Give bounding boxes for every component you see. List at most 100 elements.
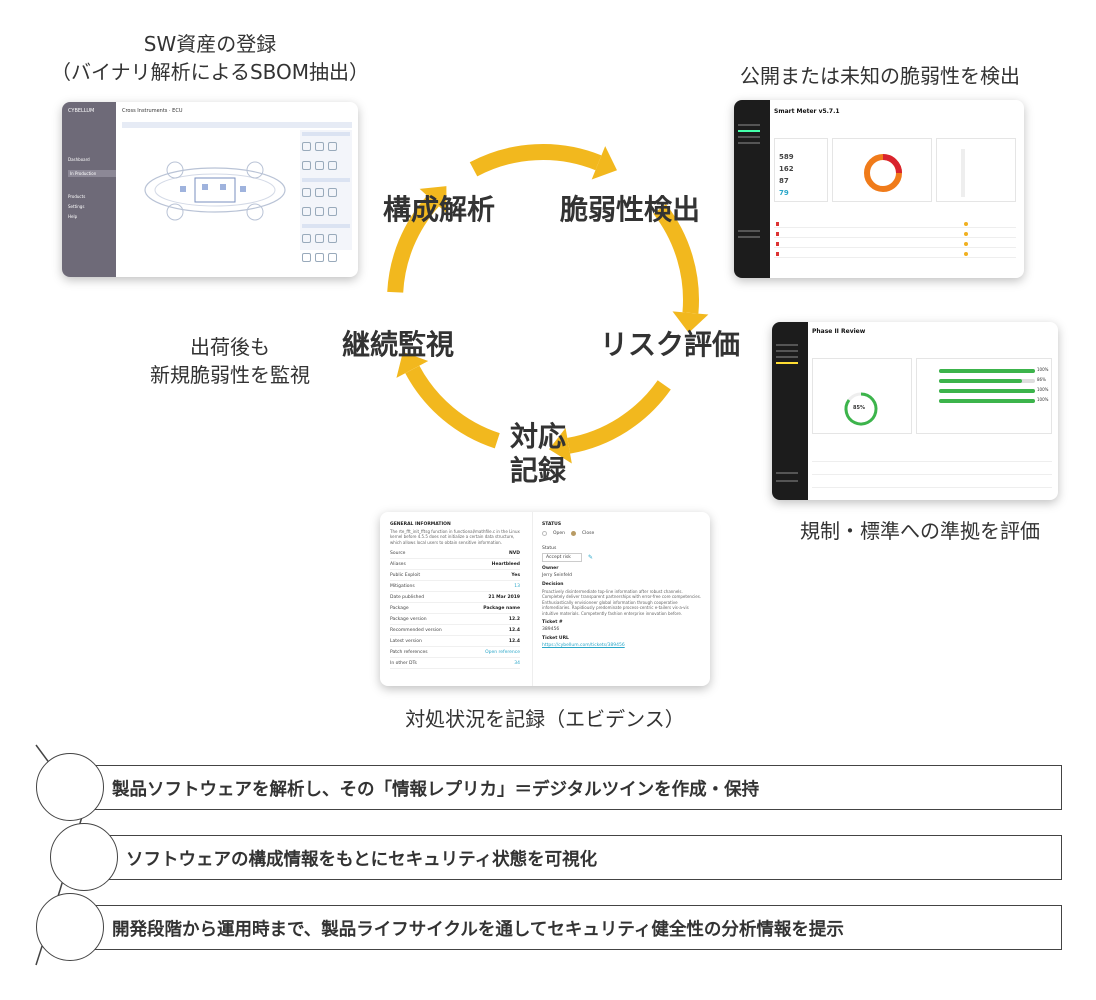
vuln-sidebar — [734, 100, 770, 278]
phase-summary-card: 85% — [812, 358, 912, 434]
evidence-separator — [532, 512, 533, 686]
evidence-row-key: Mitigations — [390, 583, 415, 589]
vuln-title: Smart Meter v5.7.1 — [774, 108, 840, 115]
evidence-row: In other DTs 34 — [390, 658, 520, 670]
phase-row — [812, 480, 1052, 488]
vuln-row — [774, 240, 1016, 248]
vehicle-diagram — [144, 161, 286, 221]
cycle-stage-monitor: 継続監視 — [342, 328, 455, 361]
caption-sbom: SW資産の登録 （バイナリ解析によるSBOM抽出） — [40, 30, 380, 86]
sbom-nav-item[interactable]: Products — [68, 194, 86, 199]
phase-bar-pct: 100% — [1037, 367, 1049, 372]
evidence-status: STATUS Open Close Status Accept risk ✎ O… — [542, 522, 702, 648]
sbom-nav-item[interactable]: Settings — [68, 204, 85, 209]
cycle-arrowhead-3 — [549, 428, 572, 464]
bullet-box — [90, 835, 1062, 880]
vuln-row — [774, 220, 1016, 228]
sbom-nav-item[interactable]: In Production — [68, 170, 116, 177]
caption-sbom-line1: SW資産の登録 — [143, 32, 277, 56]
bullet-circle — [36, 753, 104, 821]
screenshot-evidence: GENERAL INFORMATION The rte_fft_init_fft… — [380, 512, 710, 686]
phase-bar-pct: 100% — [1037, 387, 1049, 392]
cycle-arrow-4 — [405, 365, 500, 449]
vuln-stat: 162 — [779, 165, 794, 173]
evidence-row-key: Date published — [390, 594, 425, 600]
evidence-row-key: Latest version — [390, 638, 422, 644]
bullet-text: 開発段階から運用時まで、製品ライフサイクルを通してセキュリティ健全性の分析情報を… — [112, 920, 844, 940]
phase-row — [812, 467, 1052, 475]
evidence-row-key: Recommended version — [390, 627, 442, 633]
evidence-row-key: Aliases — [390, 561, 406, 567]
evidence-row-value[interactable]: Open reference — [485, 649, 520, 655]
vuln-row — [774, 250, 1016, 258]
sbom-nav-item[interactable]: Help — [68, 214, 78, 219]
cycle-stage-response: 対応 記録 — [510, 420, 566, 487]
sbom-component-panel — [300, 130, 352, 262]
owner-value: Jerry Seinfeld — [542, 573, 572, 578]
vuln-stat: 79 — [779, 189, 789, 197]
vuln-row — [774, 230, 1016, 238]
screenshot-compliance: Phase II Review 85% 100% 86% 100% 100% — [772, 322, 1058, 500]
ticket-url-link[interactable]: https://cybellum.com/tickets/389456 — [542, 642, 625, 648]
bullet-item: ソフトウェアの構成情報をもとにセキュリティ状態を可視化 — [50, 823, 1062, 891]
status-label: Status — [542, 546, 557, 551]
decision-label: Decision — [542, 582, 564, 587]
evidence-row-value: Heartbleed — [491, 561, 520, 567]
edit-pencil-icon[interactable]: ✎ — [588, 554, 594, 561]
sbom-nav-item[interactable]: Dashboard — [68, 157, 90, 162]
evidence-row: Mitigations 13 — [390, 581, 520, 593]
evidence-row-key: Package — [390, 605, 409, 611]
cycle-arrow-1 — [469, 144, 602, 177]
cycle-arrow-5 — [387, 195, 440, 293]
bullet-item: 開発段階から運用時まで、製品ライフサイクルを通してセキュリティ健全性の分析情報を… — [36, 893, 1062, 961]
caption-postship: 出荷後も 新規脆弱性を監視 — [110, 333, 350, 389]
decision-text: Proactively disintermediate top-line inf… — [542, 589, 702, 616]
cycle-arrowhead-2 — [672, 311, 709, 333]
caption-compliance: 規制・標準への準拠を評価 — [800, 519, 1040, 543]
vuln-findings-card: 589 162 87 79 — [774, 138, 828, 202]
vuln-stat: 589 — [779, 153, 794, 161]
sbom-logo: CYBELLUM — [68, 108, 95, 114]
evidence-general-info: GENERAL INFORMATION The rte_fft_init_fft… — [390, 522, 520, 670]
phase-donut-label: 85% — [853, 405, 865, 411]
phase-bar-pct: 100% — [1037, 397, 1049, 402]
evidence-row-key: Patch references — [390, 649, 428, 655]
evidence-row-value: 13 — [514, 583, 520, 589]
radio-close-icon[interactable] — [571, 531, 577, 536]
vuln-severity-card — [832, 138, 932, 202]
status-close-label: Close — [582, 531, 595, 536]
status-select[interactable]: Accept risk — [542, 553, 582, 562]
evidence-row-value: 34 — [514, 660, 520, 666]
evidence-row-value: 21 Mar 2019 — [488, 594, 520, 600]
evidence-row: Aliases Heartbleed — [390, 559, 520, 571]
phase-requirements-card: 100% 86% 100% 100% — [916, 358, 1052, 434]
cycle-arrowhead-5 — [419, 186, 447, 214]
bullet-box — [76, 905, 1062, 950]
radio-open-icon[interactable] — [542, 531, 547, 536]
ticket-label: Ticket # — [542, 619, 563, 625]
evidence-description: The rte_fft_init_fftsg function in funct… — [390, 529, 520, 545]
bullet-text: 製品ソフトウェアを解析し、その「情報レプリカ」＝デジタルツインを作成・保持 — [112, 780, 760, 800]
evidence-row-value: 12.4 — [508, 627, 520, 633]
sbom-tabs — [122, 122, 352, 128]
evidence-row-key: Source — [390, 550, 406, 556]
phase-bar-pct: 86% — [1037, 377, 1046, 382]
phase-row — [812, 454, 1052, 462]
evidence-row: Patch references Open reference — [390, 647, 520, 659]
vuln-stat: 87 — [779, 177, 789, 185]
cycle-stage-vuln-detect: 脆弱性検出 — [560, 193, 701, 226]
evidence-row-key: In other DTs — [390, 660, 417, 666]
evidence-row: Date published 21 Mar 2019 — [390, 592, 520, 604]
screenshot-sbom: CYBELLUM Dashboard In Production Product… — [62, 102, 358, 277]
cycle-arrowhead-1 — [591, 146, 617, 180]
screenshot-vuln-detect: Smart Meter v5.7.1 589 162 87 79 — [734, 100, 1024, 278]
ticket-url-label: Ticket URL — [542, 635, 569, 641]
bullet-text: ソフトウェアの構成情報をもとにセキュリティ状態を可視化 — [126, 850, 598, 870]
evidence-row: Recommended version 12.4 — [390, 625, 520, 637]
phase-sidebar — [772, 322, 808, 500]
